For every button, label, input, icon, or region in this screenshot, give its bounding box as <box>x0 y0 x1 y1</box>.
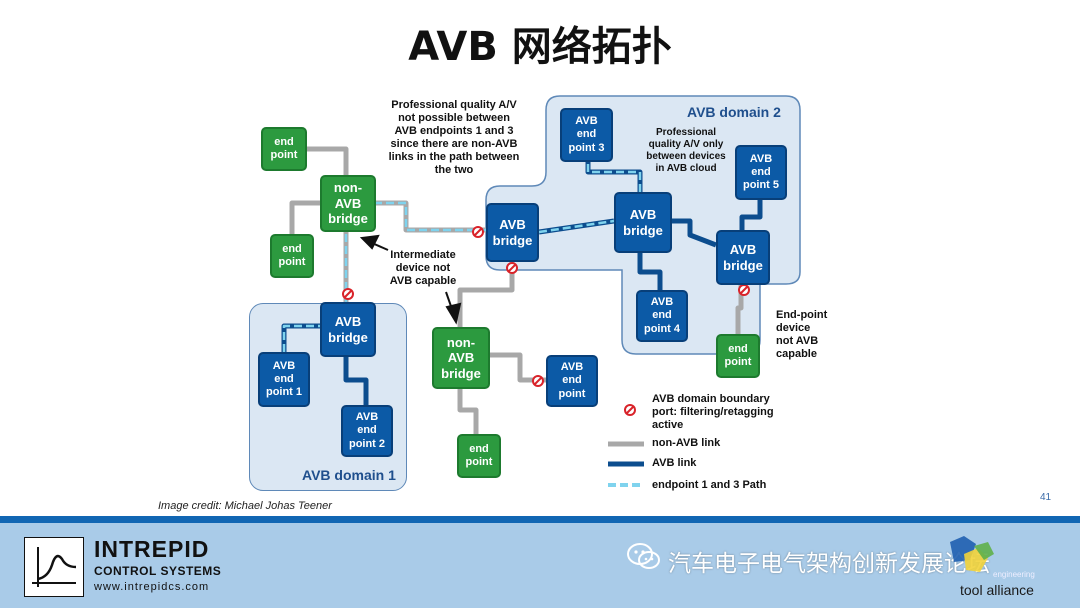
avb-end-point-2-node: AVB end point 2 <box>341 405 393 457</box>
annotation-professional-not-possible: Professional quality A/V not possible be… <box>388 99 520 176</box>
avb-end-point-4-node: AVB end point 4 <box>636 290 688 342</box>
avb-domain-1-label: AVB domain 1 <box>302 467 396 483</box>
engineering-label: engineering <box>993 570 1035 579</box>
legend-non-avb-link-label: non-AVB link <box>652 437 721 449</box>
avb-link <box>739 200 763 230</box>
endpoint-1-3-path <box>538 219 615 234</box>
avb-domain-2-label: AVB domain 2 <box>687 104 781 120</box>
annotation-professional-only: Professional quality A/V only between de… <box>646 127 726 174</box>
non-avb-link <box>289 200 322 234</box>
avb-bridge-node: AVB bridge <box>614 192 672 253</box>
legend-avb-link-label: AVB link <box>652 457 697 469</box>
company-url[interactable]: www.intrepidcs.com <box>94 581 210 593</box>
arrow-icon <box>445 302 462 325</box>
legend-boundary-label: AVB domain boundary port: filtering/reta… <box>652 393 774 431</box>
slide-title: AVB 网络拓扑 <box>408 24 672 70</box>
non-avb-bridge-node: non- AVB bridge <box>320 175 376 232</box>
non-avb-link <box>457 389 479 434</box>
company-subtitle: CONTROL SYSTEMS <box>94 564 222 578</box>
tool-alliance-label: tool alliance <box>960 582 1034 598</box>
non-avb-bridge-node: non- AVB bridge <box>432 327 490 389</box>
endpoint-1-3-path <box>282 324 322 352</box>
endpoint-1-3-path <box>374 201 486 232</box>
avb-end-point-3-node: AVB end point 3 <box>560 108 613 162</box>
avb-link <box>637 253 663 290</box>
non-avb-link <box>735 285 744 334</box>
endpoint-1-3-path <box>586 162 642 192</box>
page-number: 41 <box>1040 492 1052 503</box>
annotation-endpoint-not-avb: End-point device not AVB capable <box>776 309 828 360</box>
avb-end-point-1-node: AVB end point 1 <box>258 352 310 407</box>
footer <box>0 516 1080 608</box>
annotation-intermediate: Intermediate device not AVB capable <box>389 249 457 287</box>
wechat-icon <box>627 543 660 569</box>
avb-link <box>343 357 369 405</box>
wechat-account-name: 汽车电子电气架构创新发展论坛 <box>668 551 990 577</box>
avb-bridge-node: AVB bridge <box>716 230 770 285</box>
intrepid-logo-icon <box>24 537 84 597</box>
avb-bridge-node: AVB bridge <box>320 302 376 357</box>
end-point-node: end point <box>716 334 760 378</box>
company-name: INTREPID <box>94 536 210 562</box>
end-point-node: end point <box>270 234 314 278</box>
end-point-node: end point <box>457 434 501 478</box>
end-point-node: end point <box>261 127 307 171</box>
tool-alliance-logo-icon <box>950 536 994 572</box>
legend-path-label: endpoint 1 and 3 Path <box>652 479 767 491</box>
avb-end-point-5-node: AVB end point 5 <box>735 145 787 200</box>
avb-end-point-node: AVB end point <box>546 355 598 407</box>
avb-link <box>666 218 717 248</box>
footer-top-bar <box>0 516 1080 523</box>
arrow-icon <box>359 234 380 250</box>
avb-bridge-node: AVB bridge <box>486 203 539 262</box>
image-credit: Image credit: Michael Johas Teener <box>158 500 332 512</box>
